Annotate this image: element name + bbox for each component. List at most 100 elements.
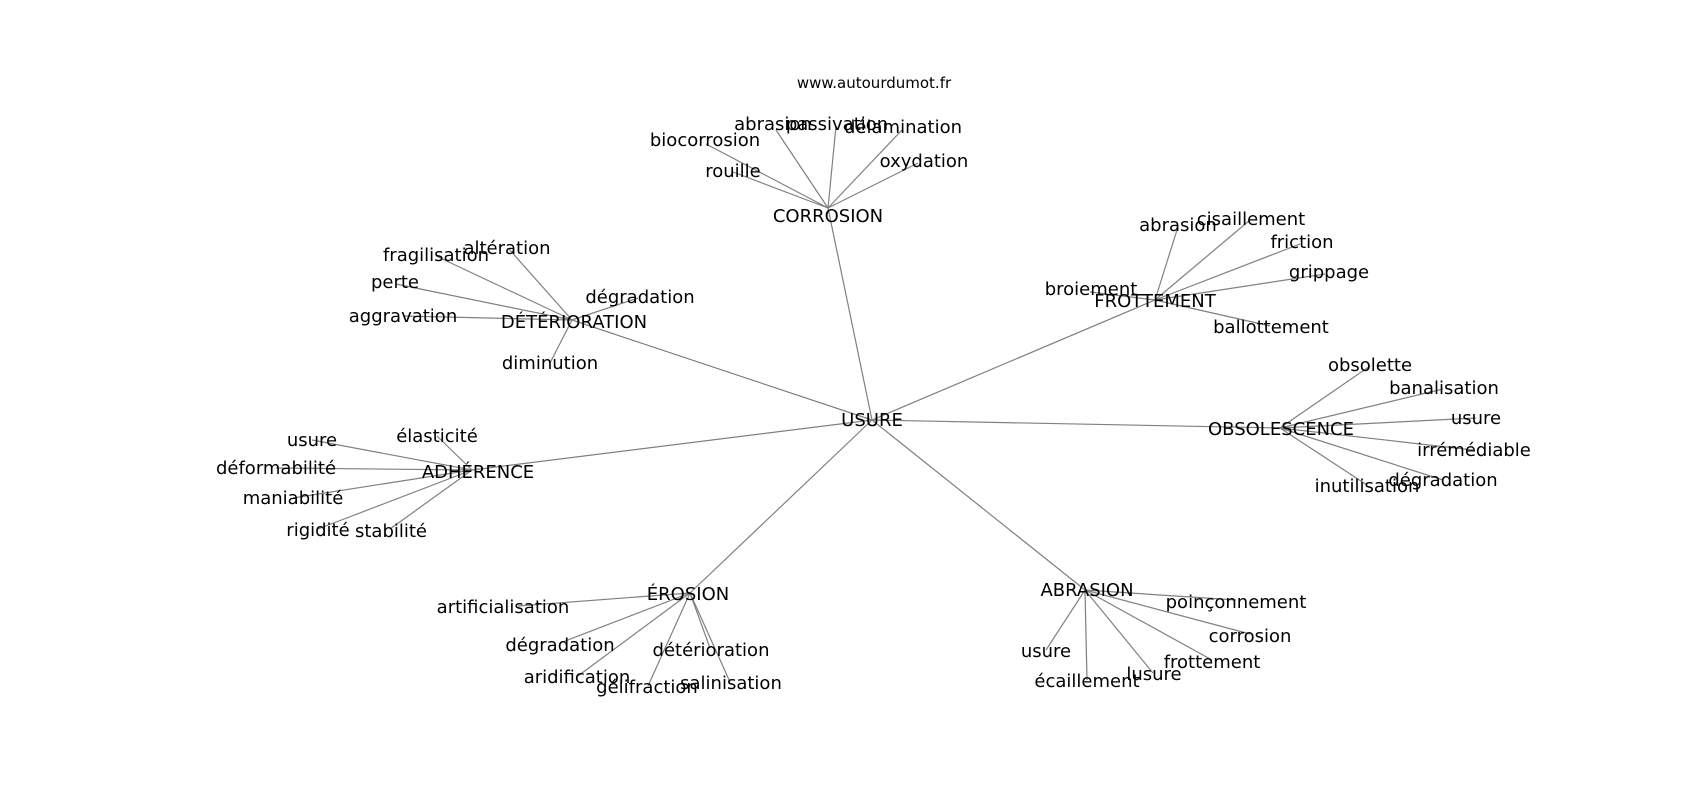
- edge-corrosion-child: [827, 162, 919, 209]
- leaf-node: perte: [371, 272, 419, 293]
- edge-adherence-child: [436, 435, 473, 471]
- graph-labels: www.autourdumot.fr USURE CORROSION abras…: [216, 74, 1531, 698]
- edge-adherence-child: [317, 469, 473, 530]
- edge-erosion-child: [577, 592, 691, 677]
- edge-erosion-child: [689, 592, 711, 649]
- leaf-node: dégradation: [505, 635, 614, 656]
- edge-obsolescence-child: [1279, 365, 1371, 429]
- edge-center-erosion: [689, 419, 873, 594]
- leaf-node: lusure: [1126, 664, 1181, 685]
- edge-erosion-child: [559, 592, 691, 644]
- edge-adherence-child: [292, 469, 473, 499]
- edge-deterioration-child: [507, 247, 573, 321]
- hub-node-obsolescence: OBSOLESCENCE: [1208, 419, 1354, 440]
- edge-deterioration-child: [549, 319, 573, 364]
- edge-abrasion-child: [1045, 589, 1086, 651]
- edge-deterioration-child: [395, 283, 573, 321]
- edge-abrasion-child: [1084, 589, 1213, 661]
- leaf-node: banalisation: [1389, 378, 1499, 399]
- leaf-node: frottement: [1164, 652, 1261, 673]
- edge-frottement-child: [1154, 219, 1251, 301]
- leaf-node: usure: [287, 430, 337, 451]
- edge-abrasion-child: [1084, 589, 1251, 635]
- edge-obsolescence-child: [1279, 417, 1477, 429]
- edge-deterioration-child: [435, 255, 573, 321]
- leaf-node: diminution: [502, 353, 598, 374]
- edge-adherence-child: [389, 469, 473, 530]
- edge-erosion-child: [517, 592, 691, 607]
- edge-frottement-child: [1154, 273, 1326, 301]
- leaf-node: stabilité: [355, 521, 427, 542]
- edge-center-corrosion: [827, 207, 873, 421]
- leaf-node: délamination: [844, 117, 962, 138]
- edge-obsolescence-child: [1279, 427, 1474, 451]
- leaf-node: gélifraction: [596, 677, 698, 698]
- center-node: USURE: [841, 410, 903, 431]
- edge-deterioration-child: [571, 297, 639, 321]
- edge-corrosion-child: [732, 171, 829, 209]
- edge-abrasion-child: [1084, 589, 1154, 674]
- edge-corrosion-child: [775, 129, 829, 209]
- graph-edges: [275, 125, 1477, 687]
- hub-node-deterioration: DÉTÉRIORATION: [501, 311, 647, 333]
- edge-abrasion-child: [1084, 589, 1088, 681]
- edge-deterioration-child: [402, 315, 573, 321]
- leaf-node: salinisation: [680, 673, 782, 694]
- leaf-node: rouille: [705, 161, 761, 182]
- leaf-node: ballottement: [1213, 317, 1329, 338]
- leaf-node: inutilisation: [1315, 476, 1420, 497]
- edge-frottement-child: [1154, 229, 1178, 301]
- leaf-node: aggravation: [349, 306, 457, 327]
- edge-center-deterioration: [571, 319, 873, 421]
- edge-corrosion-child: [705, 143, 829, 209]
- hub-node-erosion: ÉROSION: [647, 583, 729, 605]
- hub-node-frottement: FROTTEMENT: [1094, 291, 1216, 312]
- leaf-node: irrémédiable: [1417, 440, 1531, 461]
- edge-corrosion-child: [827, 129, 903, 209]
- leaf-node: altération: [463, 238, 550, 259]
- leaf-node: corrosion: [1209, 626, 1292, 647]
- leaf-node: dégradation: [585, 287, 694, 308]
- edge-erosion-child: [647, 592, 691, 687]
- leaf-node: poinçonnement: [1166, 592, 1307, 613]
- edge-frottement-child: [1089, 291, 1156, 301]
- leaf-node: obsolette: [1328, 355, 1412, 376]
- leaf-node: broiement: [1045, 279, 1138, 300]
- edge-adherence-child: [275, 467, 473, 471]
- leaf-node: usure: [1451, 408, 1501, 429]
- edge-obsolescence-child: [1279, 427, 1368, 486]
- leaf-node: oxydation: [880, 151, 969, 172]
- edge-frottement-child: [1154, 243, 1301, 301]
- leaf-node: détérioration: [653, 640, 770, 661]
- edge-corrosion-child: [827, 125, 837, 209]
- leaf-node: élasticité: [396, 426, 478, 447]
- leaf-node: dégradation: [1388, 470, 1497, 491]
- edge-obsolescence-child: [1279, 427, 1444, 481]
- edge-center-obsolescence: [871, 419, 1281, 429]
- edge-obsolescence-child: [1279, 388, 1444, 429]
- leaf-node: aridification: [524, 667, 631, 688]
- leaf-node: déformabilité: [216, 458, 336, 479]
- hub-node-abrasion: ABRASION: [1040, 580, 1133, 601]
- leaf-node: cisaillement: [1197, 209, 1305, 230]
- edge-center-abrasion: [871, 419, 1086, 591]
- edge-center-frottement: [871, 299, 1156, 421]
- leaf-node: biocorrosion: [650, 130, 760, 151]
- hub-node-adherence: ADHÉRENCE: [422, 461, 534, 483]
- leaf-node: usure: [1021, 641, 1071, 662]
- leaf-node: rigidité: [286, 520, 349, 541]
- leaf-node: abrasion: [1139, 215, 1217, 236]
- edge-erosion-child: [689, 592, 731, 683]
- leaf-node: maniabilité: [243, 488, 344, 509]
- leaf-node: fragilisation: [383, 245, 489, 266]
- hub-node-corrosion: CORROSION: [773, 206, 883, 227]
- leaf-node: écaillement: [1034, 671, 1139, 692]
- leaf-node: grippage: [1289, 262, 1369, 283]
- leaf-node: abrasion: [734, 114, 812, 135]
- leaf-node: artificialisation: [437, 597, 570, 618]
- edge-adherence-child: [311, 439, 473, 471]
- edge-frottement-child: [1154, 299, 1271, 327]
- edge-abrasion-child: [1084, 589, 1237, 601]
- edge-center-adherence: [471, 419, 873, 471]
